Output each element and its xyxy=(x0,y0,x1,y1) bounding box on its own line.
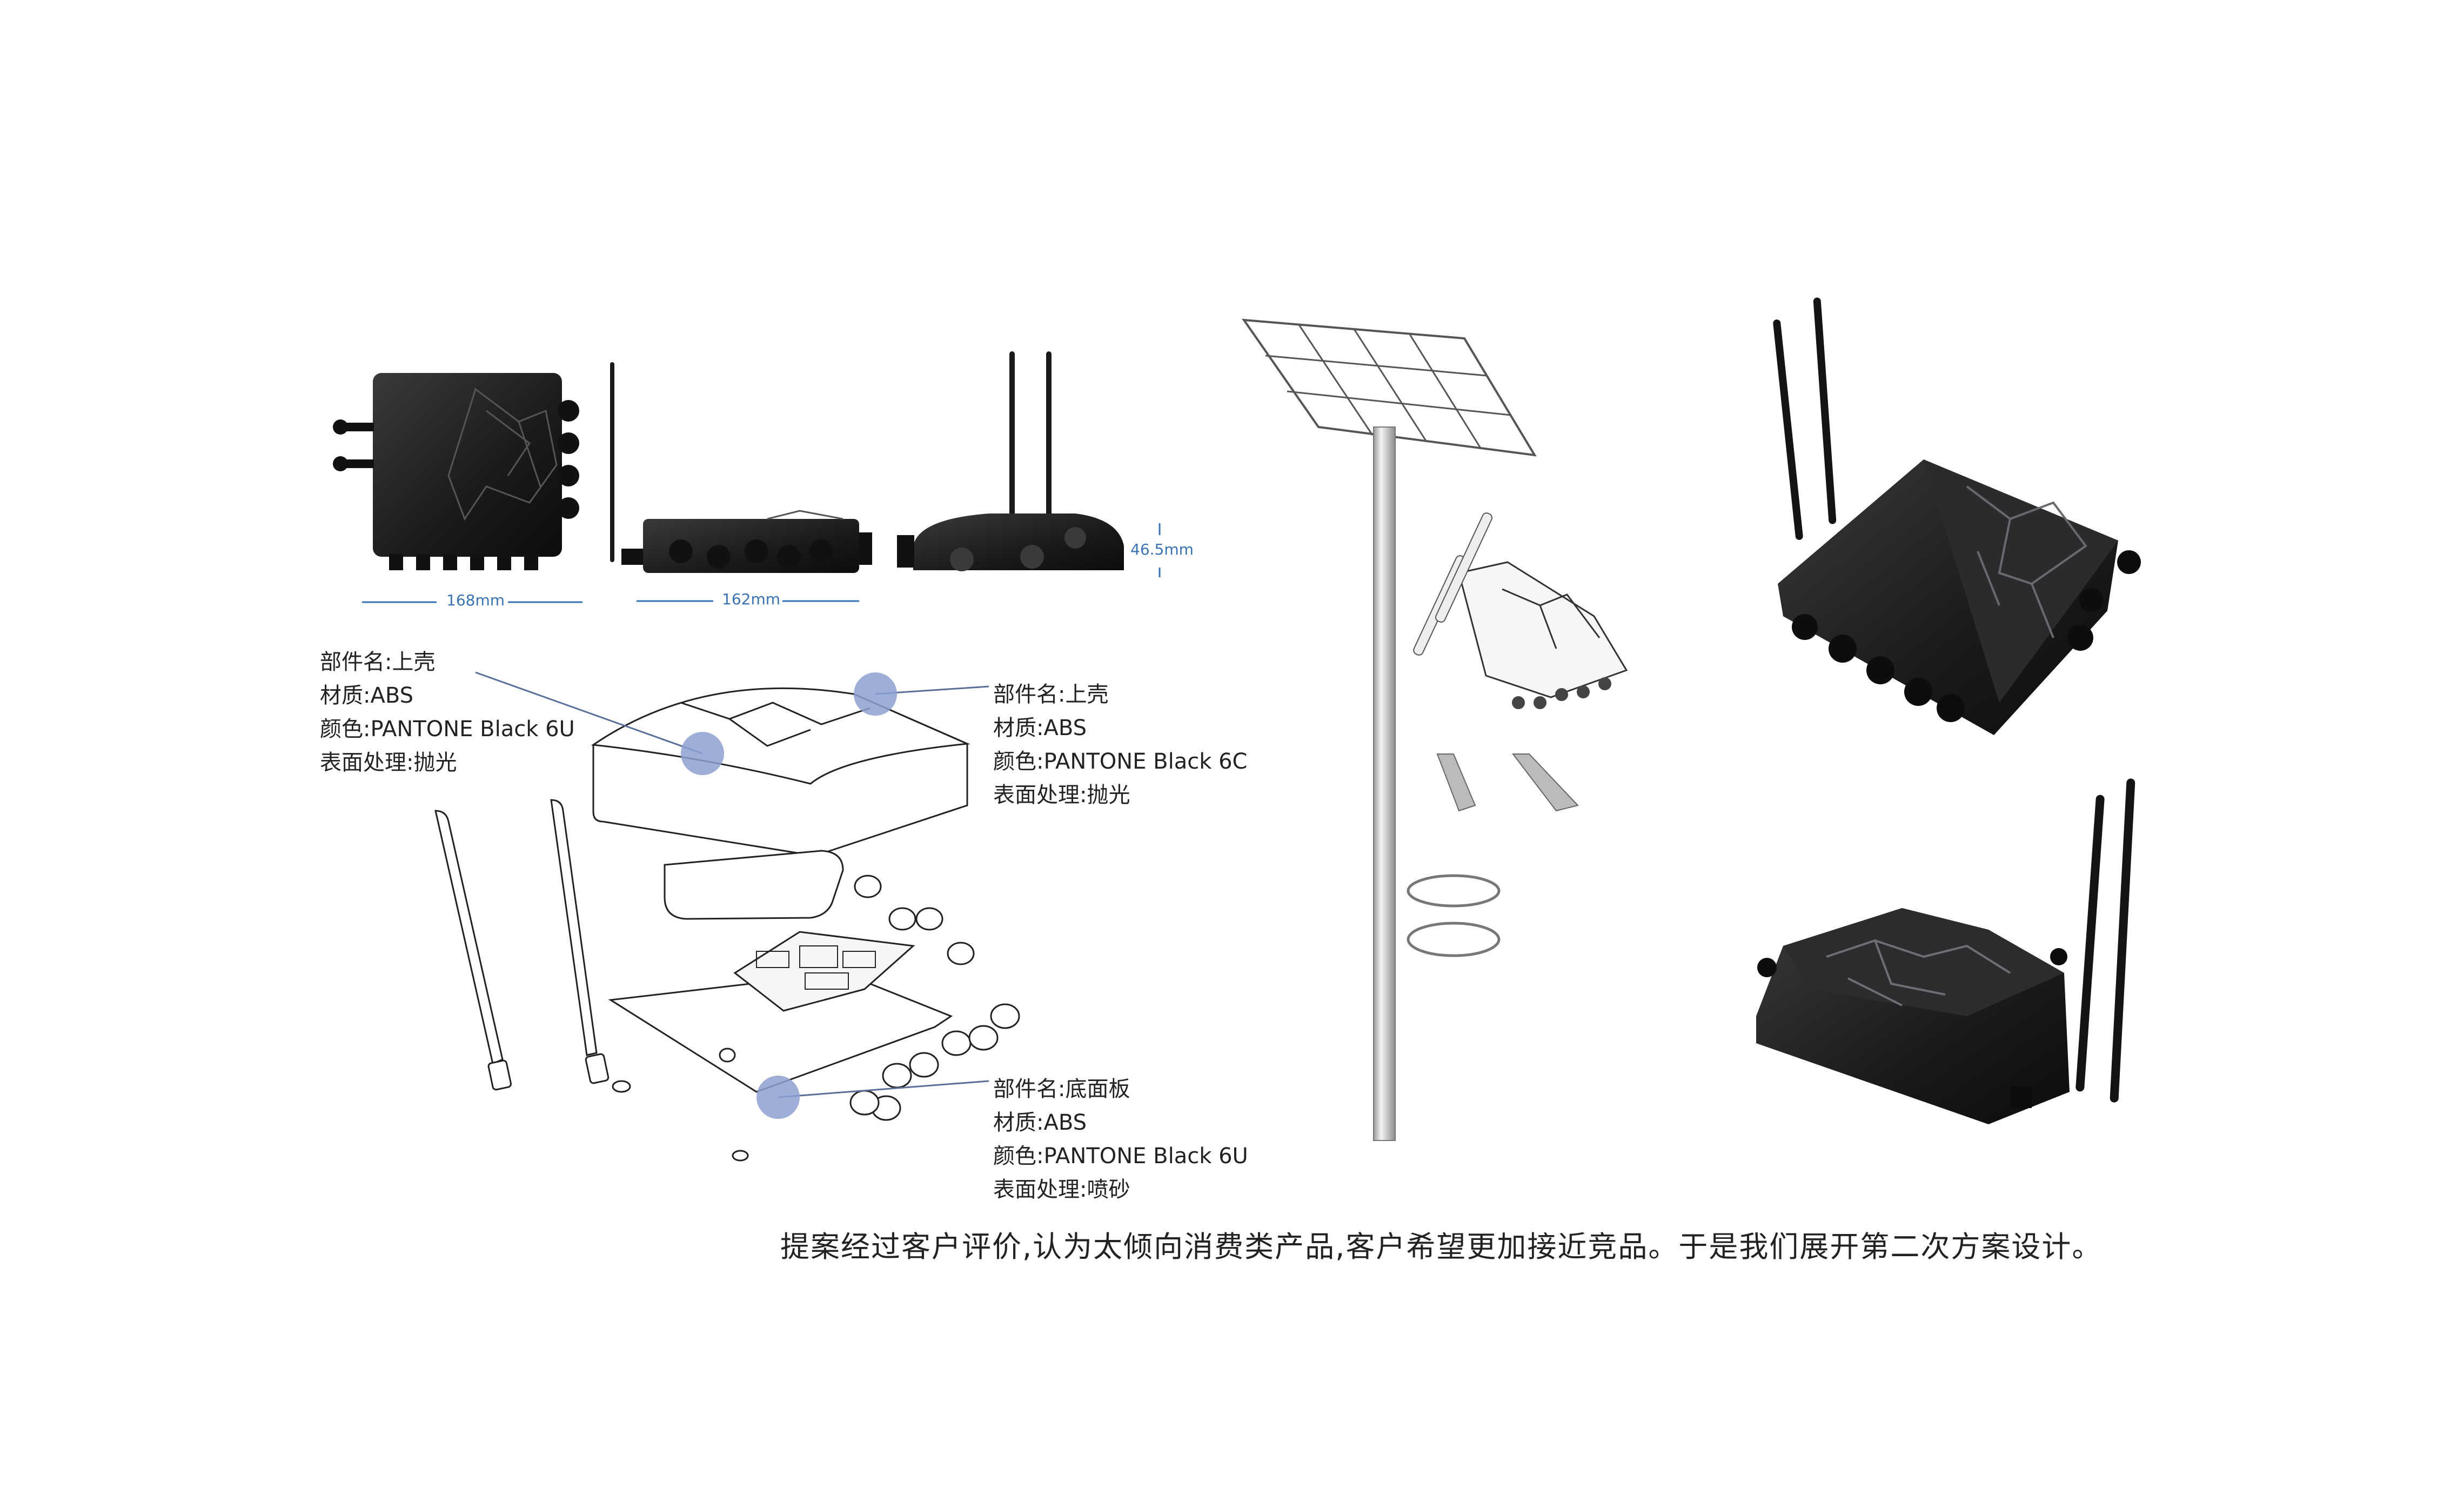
dimension-lines xyxy=(362,523,1161,603)
material: 材质:ABS xyxy=(320,683,413,708)
surface-finish: 表面处理:抛光 xyxy=(993,783,1130,808)
marker-bottom xyxy=(756,1076,800,1119)
part-name: 部件名:上壳 xyxy=(320,650,436,675)
marker-top-left xyxy=(681,732,724,775)
width-dimension-label: 168mm xyxy=(446,591,505,609)
render-rear-view xyxy=(1756,778,2135,1124)
callout-top-right: 部件名:上壳 材质:ABS 颜色:PANTONE Black 6C 表面处理:抛… xyxy=(993,678,1247,812)
material: 材质:ABS xyxy=(993,716,1087,741)
material: 材质:ABS xyxy=(993,1110,1087,1135)
rear-view xyxy=(897,351,1124,571)
color-spec: 颜色:PANTONE Black 6C xyxy=(993,749,1248,774)
design-caption: 提案经过客户评价,认为太倾向消费类产品,客户希望更加接近竞品。于是我们展开第二次… xyxy=(780,1230,2103,1264)
part-name: 部件名:底面板 xyxy=(993,1077,1130,1102)
depth-dimension-label: 162mm xyxy=(722,590,780,608)
part-name: 部件名:上壳 xyxy=(993,682,1109,707)
side-view xyxy=(610,362,872,573)
callout-top-left: 部件名:上壳 材质:ABS 颜色:PANTONE Black 6U 表面处理:抛… xyxy=(320,645,575,779)
color-spec: 颜色:PANTONE Black 6U xyxy=(993,1144,1248,1169)
color-spec: 颜色:PANTONE Black 6U xyxy=(320,717,575,742)
surface-finish: 表面处理:抛光 xyxy=(320,750,457,775)
front-view xyxy=(333,373,579,570)
solar-installation xyxy=(1241,318,1628,1141)
callout-markers xyxy=(475,671,989,1119)
callout-bottom: 部件名:底面板 材质:ABS 颜色:PANTONE Black 6U 表面处理:… xyxy=(993,1072,1248,1206)
marker-top-right xyxy=(854,672,897,716)
height-dimension-label: 46.5mm xyxy=(1130,541,1194,558)
surface-finish: 表面处理:喷砂 xyxy=(993,1177,1130,1202)
render-top-view xyxy=(1773,297,2141,735)
